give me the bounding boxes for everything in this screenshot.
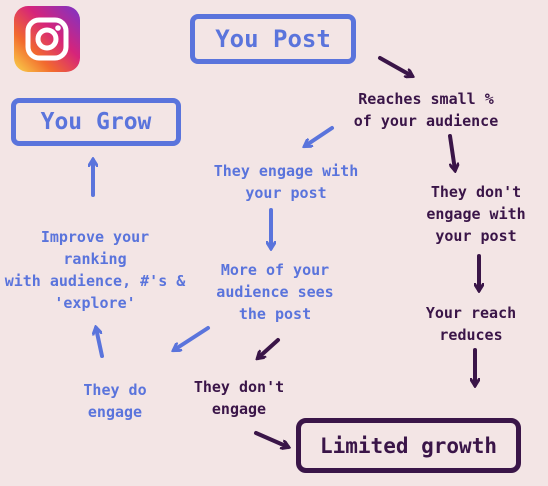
your-reach-text: Your reach reduces <box>425 304 517 344</box>
you-grow-box: You Grow <box>11 98 181 146</box>
more-audience-text: More of your audience sees the post <box>216 261 334 323</box>
you-post-label: You Post <box>215 25 331 53</box>
you-grow-label: You Grow <box>40 109 152 135</box>
improve-text: Improve your ranking with audience, #'s … <box>4 228 186 312</box>
they-dont-engage-post-text: They don't engage with your post <box>426 183 526 245</box>
arrow-doengage-to-improve <box>96 328 104 358</box>
arrow-more-to-doengage <box>174 326 210 350</box>
arrow-reach-to-engage <box>305 126 334 146</box>
limited-growth-box: Limited growth <box>296 418 521 473</box>
instagram-logo-icon <box>14 6 80 72</box>
they-engage-text: They engage with your post <box>213 162 359 202</box>
they-dont-engage-text: They don't engage <box>193 378 285 418</box>
arrow-more-to-dontengage <box>258 338 280 358</box>
arrow-reach-to-dont <box>448 134 455 170</box>
reaches-text: Reaches small % of your audience <box>353 90 499 130</box>
you-post-box: You Post <box>190 14 356 64</box>
they-do-engage-text: They do engage <box>83 381 147 421</box>
limited-growth-label: Limited growth <box>319 433 497 458</box>
arrow-post-to-reach <box>378 56 412 76</box>
arrow-dontengage-to-limited <box>254 431 288 447</box>
